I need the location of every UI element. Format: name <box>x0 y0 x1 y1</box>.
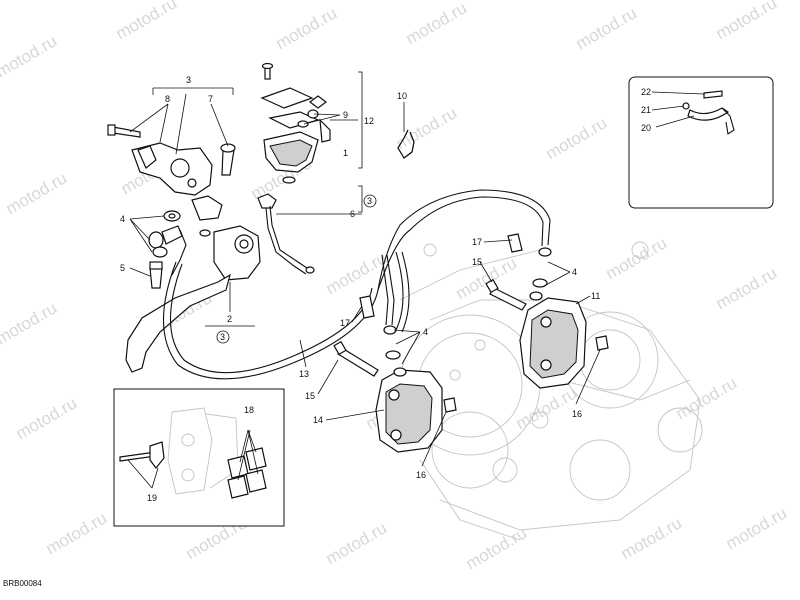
callout-8: 8 <box>165 94 170 104</box>
callout-20: 20 <box>641 123 651 133</box>
washer <box>532 278 548 288</box>
watermark-text: motod.ru <box>113 0 181 43</box>
bleed-screw <box>359 295 375 319</box>
watermark-text: motod.ru <box>573 3 641 53</box>
callout-4: 4 <box>423 327 428 337</box>
watermark-text: motod.ru <box>618 513 686 563</box>
clamp-screw <box>703 90 723 99</box>
master-cylinder-assembly <box>107 87 261 373</box>
right-brake-caliper <box>485 233 609 389</box>
callout-19: 19 <box>147 493 157 503</box>
callout-labels: 3 8 7 9 12 10 1 4 5 6 3 2 3 13 15 14 17 … <box>120 75 651 503</box>
brake-hoses <box>162 189 552 380</box>
callout-4: 4 <box>120 214 125 224</box>
reservoir-gasket <box>268 111 320 129</box>
watermark-text: motod.ru <box>513 383 581 433</box>
callout-22: 22 <box>641 87 651 97</box>
callout-3: 3 <box>186 75 191 85</box>
callout-3-ref: 3 <box>367 196 372 206</box>
watermark-text: motod.ru <box>273 3 341 53</box>
callout-5: 5 <box>120 263 125 273</box>
left-brake-caliper <box>333 295 457 453</box>
watermark-text: motod.ru <box>463 523 531 573</box>
watermark-text: motod.ru <box>713 0 781 43</box>
callout-2: 2 <box>227 314 232 324</box>
brake-light-switch <box>257 185 363 275</box>
drawing-code: BRB00084 <box>3 579 42 588</box>
watermark-text: motod.ru <box>323 248 391 298</box>
callout-16: 16 <box>572 409 582 419</box>
watermark-text: motod.ru <box>403 0 471 48</box>
callout-21: 21 <box>641 105 651 115</box>
o-ring <box>297 120 309 128</box>
caliper-bolt <box>337 347 379 377</box>
watermark-text: motod.ru <box>713 263 781 313</box>
bleed-screw <box>507 233 523 253</box>
clamp-half <box>191 195 223 221</box>
reservoir-hose <box>397 129 415 159</box>
callout-3-ref: 3 <box>220 332 225 342</box>
reservoir-assembly <box>260 62 363 184</box>
banjo-bolt <box>149 267 163 289</box>
bolt-head <box>107 124 116 136</box>
reservoir-cap <box>260 87 314 109</box>
callout-9: 9 <box>343 110 348 120</box>
watermark-text: motod.ru <box>603 233 671 283</box>
watermark-text: motod.ru <box>393 103 461 153</box>
watermark-text: motod.ru <box>0 31 60 81</box>
callout-12: 12 <box>364 116 374 126</box>
watermark-text: motod.ru <box>723 503 791 553</box>
callout-1: 1 <box>343 148 348 158</box>
callout-11: 11 <box>591 291 600 301</box>
bracket-inset <box>628 76 774 209</box>
callout-17: 17 <box>472 237 482 247</box>
wheel-background <box>399 241 703 541</box>
callout-18: 18 <box>244 405 254 415</box>
washer <box>385 350 401 360</box>
watermark-text: motod.ru <box>43 508 111 558</box>
inset-box <box>628 76 774 209</box>
bleed-cap <box>595 335 609 351</box>
watermark-text: motod.ru <box>543 113 611 163</box>
banjo-fitting <box>148 231 164 249</box>
callout-14: 14 <box>313 415 323 425</box>
brake-pad <box>227 455 249 479</box>
brake-lever <box>125 273 231 373</box>
brake-pad-inset <box>113 388 285 527</box>
pad-spring <box>149 441 165 469</box>
watermark-text: motod.ru <box>13 393 81 443</box>
callout-10: 10 <box>397 91 407 101</box>
washer <box>152 246 168 258</box>
brake-pad <box>245 469 267 493</box>
bleed-cap <box>443 397 457 413</box>
caliper-bolt <box>489 287 527 311</box>
bolt-part <box>112 126 141 138</box>
callout-6: 6 <box>350 209 355 219</box>
callout-15: 15 <box>472 257 482 267</box>
o-ring <box>282 176 296 184</box>
callout-17: 17 <box>340 318 350 328</box>
callout-16: 16 <box>416 470 426 480</box>
callout-13: 13 <box>299 369 309 379</box>
callout-ring <box>363 194 377 208</box>
callout-ring <box>216 330 230 344</box>
callout-7: 7 <box>208 94 213 104</box>
callout-4: 4 <box>572 267 577 277</box>
watermark-text: motod.ru <box>0 298 60 348</box>
watermark-text: motod.ru <box>3 168 71 218</box>
leader-lines <box>127 91 705 489</box>
hose-clamp <box>687 107 730 121</box>
pivot-pin <box>221 149 235 176</box>
watermark-text: motod.ru <box>673 373 741 423</box>
brake-pad <box>245 447 267 471</box>
watermark-text: motod.ru <box>323 518 391 568</box>
callout-15: 15 <box>305 391 315 401</box>
lever-housing <box>213 225 261 281</box>
